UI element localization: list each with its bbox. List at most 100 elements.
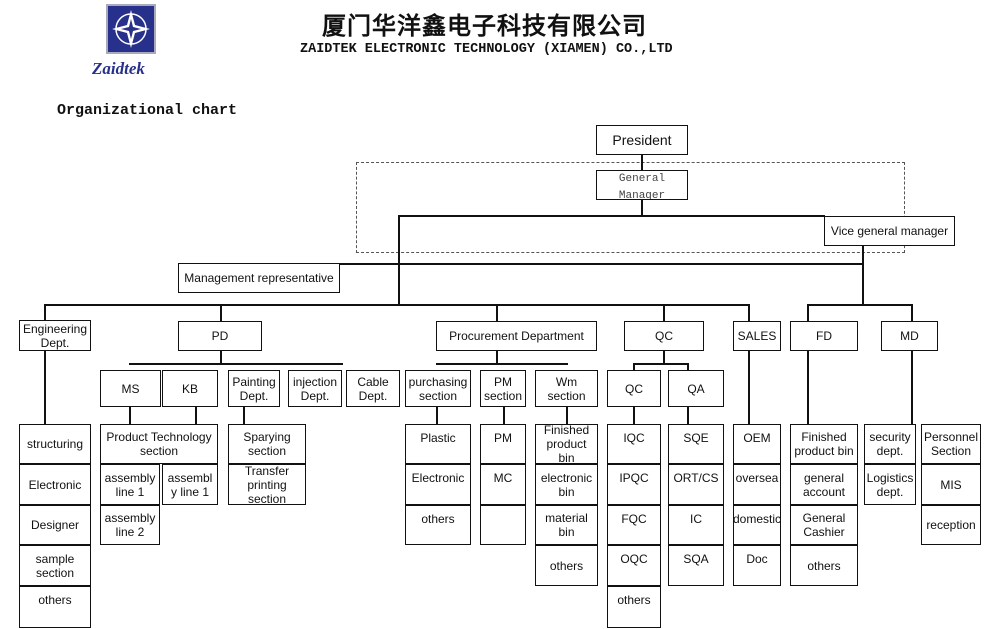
connector-line <box>339 263 864 265</box>
connector-line <box>220 350 222 364</box>
connector-line <box>195 406 197 424</box>
painting-dept-box: Painting Dept. <box>228 370 280 407</box>
connector-line <box>243 406 245 424</box>
list-item-ort-cs: ORT/CS <box>668 464 724 505</box>
kb-section-box: KB <box>162 370 218 407</box>
connector-line <box>436 363 568 365</box>
list-item-sqe: SQE <box>668 424 724 464</box>
list-item-doc: Doc <box>733 545 781 586</box>
wm-section-box: Wm section <box>535 370 598 407</box>
qc-dept-box: QC <box>624 321 704 351</box>
list-item-structuring: structuring <box>19 424 91 464</box>
procurement-dept-box: Procurement Department <box>436 321 597 351</box>
engineering-dept-box: Engineering Dept. <box>19 320 91 351</box>
list-item-designer: Designer <box>19 505 91 545</box>
sales-dept-box: SALES <box>733 321 781 351</box>
list-item-others: others <box>535 545 598 586</box>
list-item-assembly-line-1: assembly line 1 <box>100 464 160 505</box>
list-item-others: others <box>607 586 661 628</box>
company-logo <box>106 4 156 54</box>
list-item-others: others <box>405 505 471 545</box>
list-item-fqc: FQC <box>607 505 661 545</box>
connector-line <box>807 350 809 424</box>
connector-line <box>807 304 809 322</box>
general-manager-box: General Manager <box>596 170 688 200</box>
brand-name: Zaidtek <box>92 59 145 78</box>
pm-section-box: PM section <box>480 370 526 407</box>
list-item-mc: MC <box>480 464 526 505</box>
list-item-product-technology: Product Technology section <box>100 424 218 464</box>
connector-line <box>641 199 643 216</box>
connector-line <box>687 363 689 371</box>
connector-line <box>633 363 635 371</box>
connector-line <box>129 363 343 365</box>
connector-line <box>566 406 568 424</box>
connector-line <box>748 304 750 322</box>
list-item-logistics-dept: Logistics dept. <box>864 464 916 505</box>
company-name-english: ZAIDTEK ELECTRONIC TECHNOLOGY (XIAMEN) C… <box>300 42 673 57</box>
connector-line <box>44 304 46 321</box>
connector-line <box>911 350 913 424</box>
connector-line <box>641 153 643 171</box>
list-item-security-dept: security dept. <box>864 424 916 464</box>
list-item-iqc: IQC <box>607 424 661 464</box>
pd-dept-box: PD <box>178 321 262 351</box>
connector-line <box>44 350 46 424</box>
connector-line <box>748 350 750 424</box>
list-item-kb-assembly-line-1: assembl y line 1 <box>162 464 218 505</box>
connector-line <box>663 304 665 322</box>
list-item-oversea: oversea <box>733 464 781 505</box>
list-item-reception: reception <box>921 505 981 545</box>
list-item-personnel-section: Personnel Section <box>921 424 981 464</box>
list-item-pm: PM <box>480 424 526 464</box>
list-item-domestic: domestic <box>733 505 781 545</box>
connector-line <box>220 304 222 322</box>
list-item-ic: IC <box>668 505 724 545</box>
injection-dept-box: injection Dept. <box>288 370 342 407</box>
list-item-material-bin: material bin <box>535 505 598 545</box>
connector-line <box>633 406 635 424</box>
president-box: President <box>596 125 688 155</box>
qc-subsection-box: QC <box>607 370 661 407</box>
connector-line <box>807 304 913 306</box>
cable-dept-box: Cable Dept. <box>346 370 400 407</box>
connector-line <box>503 406 505 424</box>
list-item-mis: MIS <box>921 464 981 505</box>
connector-line <box>663 350 665 364</box>
connector-line <box>496 350 498 364</box>
md-dept-box: MD <box>881 321 938 351</box>
connector-line <box>436 406 438 424</box>
connector-line <box>911 304 913 322</box>
list-item-sqa: SQA <box>668 545 724 586</box>
company-name-chinese: 厦门华洋鑫电子科技有限公司 <box>322 11 647 40</box>
list-item-finished-product-bin: Finished product bin <box>535 424 598 464</box>
fd-dept-box: FD <box>790 321 858 351</box>
list-item-others: others <box>790 545 858 586</box>
connector-line <box>398 215 825 217</box>
list-item-others: others <box>19 586 91 628</box>
connector-line <box>44 304 750 306</box>
connector-line <box>633 363 689 365</box>
connector-line <box>496 304 498 322</box>
list-item-sparying-section: Sparying section <box>228 424 306 464</box>
qa-section-box: QA <box>668 370 724 407</box>
ms-section-box: MS <box>100 370 161 407</box>
purchasing-section-box: purchasing section <box>405 370 471 407</box>
list-item-electronic: Electronic <box>19 464 91 505</box>
chart-title: Organizational chart <box>57 102 238 119</box>
list-item-assembly-line-2: assembly line 2 <box>100 505 160 545</box>
connector-line <box>862 245 864 305</box>
list-item-general-account: general account <box>790 464 858 505</box>
list-item-transfer-printing: Transfer printing section <box>228 464 306 505</box>
list-item-ipqc: IPQC <box>607 464 661 505</box>
list-item-oem: OEM <box>733 424 781 464</box>
list-item-empty <box>480 505 526 545</box>
list-item-electronic-bin: electronic bin <box>535 464 598 505</box>
list-item-plastic: Plastic <box>405 424 471 464</box>
connector-line <box>687 406 689 424</box>
management-dashed-region <box>356 162 905 253</box>
list-item-general-cashier: General Cashier <box>790 505 858 545</box>
connector-line <box>129 406 131 424</box>
management-representative-box: Management representative <box>178 263 340 293</box>
list-item-oqc: OQC <box>607 545 661 586</box>
